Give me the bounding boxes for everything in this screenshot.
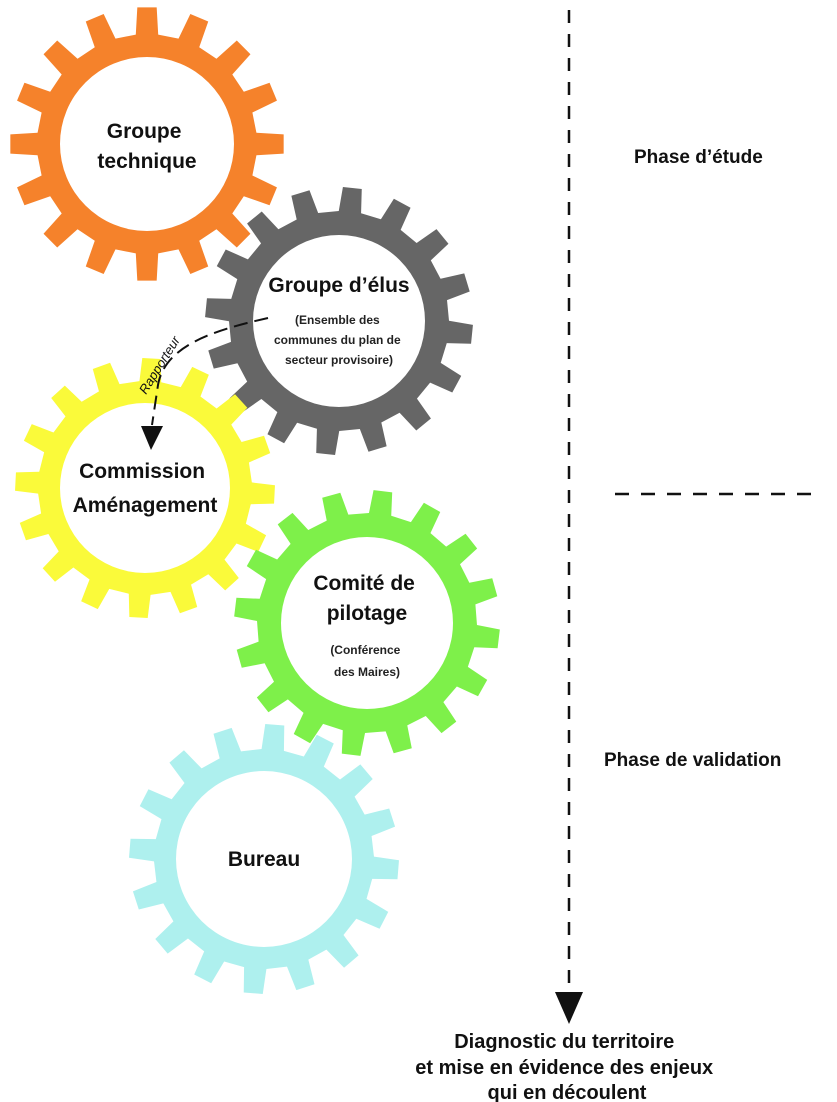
gear-title-comite-de-pilotage: Comité de pilotage bbox=[313, 572, 420, 625]
phase-study-label: Phase d’étude bbox=[634, 147, 763, 168]
gear-title-commission-amenagement: Commission Aménagement bbox=[73, 460, 218, 517]
timeline-arrowhead bbox=[555, 992, 583, 1024]
gear-bureau: Bureau bbox=[129, 724, 399, 994]
gear-subtitle-groupe-elus: (Ensemble des communes du plan de secteu… bbox=[274, 313, 404, 367]
rapporteur-arrowhead bbox=[141, 426, 163, 450]
gear-shape-comite-de-pilotage bbox=[234, 490, 500, 756]
gear-groupe-technique: Groupe technique bbox=[10, 7, 284, 281]
gear-shape-commission-amenagement bbox=[15, 358, 275, 618]
phase-validation-label: Phase de validation bbox=[604, 750, 781, 771]
gear-title-bureau: Bureau bbox=[228, 848, 300, 871]
gear-subtitle-comite-de-pilotage: (Conférence des Maires) bbox=[330, 643, 403, 679]
gear-shape-bureau bbox=[129, 724, 399, 994]
gear-comite-de-pilotage: Comité de pilotage (Conférence des Maire… bbox=[234, 490, 500, 756]
gear-title-groupe-technique: Groupe technique bbox=[97, 120, 196, 173]
rapporteur-dashed-arrow bbox=[151, 317, 269, 426]
outcome-text: Diagnostic du territoire et mise en évid… bbox=[415, 1031, 718, 1102]
gear-title-groupe-elus: Groupe d’élus bbox=[268, 274, 409, 297]
gear-commission-amenagement: Commission Aménagement bbox=[15, 358, 275, 618]
timeline bbox=[555, 10, 812, 1024]
gear-shape-groupe-technique bbox=[10, 7, 284, 281]
gear-groupe-elus: Groupe d’élus (Ensemble des communes du … bbox=[205, 187, 473, 455]
gear-shape-groupe-elus bbox=[205, 187, 473, 455]
